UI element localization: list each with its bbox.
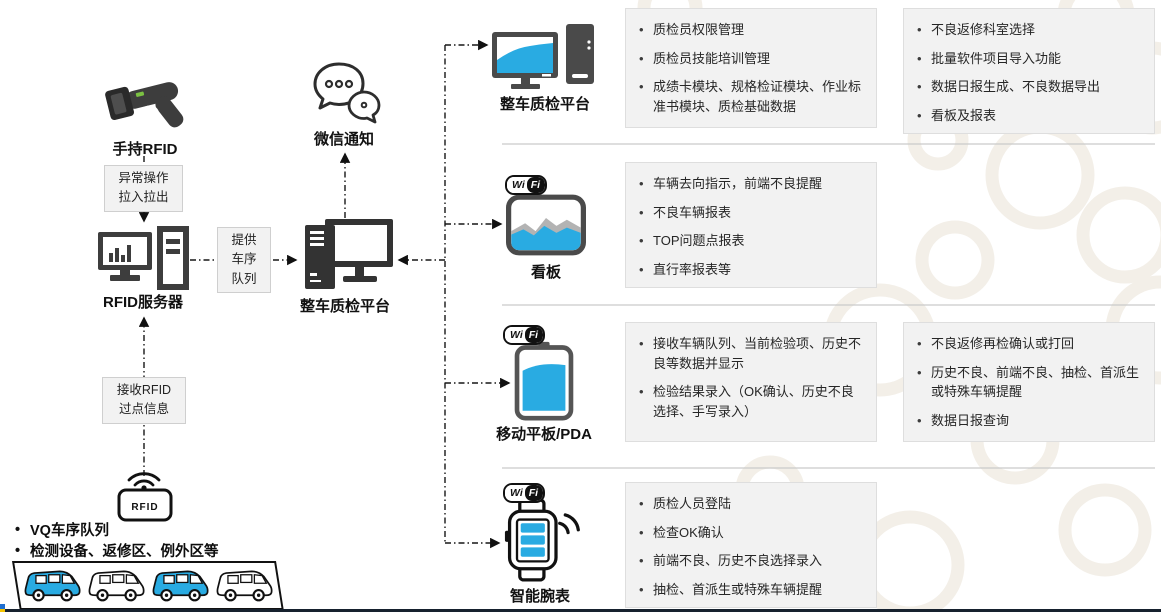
row3-card-1-list: 接收车辆队列、当前检验项、历史不良等数据并显示 检验结果录入（OK确认、历史不良… bbox=[636, 334, 864, 421]
list-item: 成绩卡模块、规格检证模块、作业标准书模块、质检基础数据 bbox=[636, 77, 864, 116]
handheld-rfid-label: 手持RFID bbox=[112, 141, 178, 158]
row4-card-1-list: 质检人员登陆 检查OK确认 前端不良、历史不良选择录入 抽检、首派生或特殊车辆提… bbox=[636, 494, 864, 599]
tablet-icon bbox=[514, 341, 574, 421]
list-item: 接收车辆队列、当前检验项、历史不良等数据并显示 bbox=[636, 334, 864, 373]
smartwatch-icon bbox=[504, 498, 580, 582]
list-item: 不良车辆报表 bbox=[636, 203, 864, 223]
row2-card-1: 车辆去向指示，前端不良提醒 不良车辆报表 TOP问题点报表 直行率报表等 bbox=[625, 162, 877, 288]
list-item: 质检人员登陆 bbox=[636, 494, 864, 514]
list-item: 不良返修科室选择 bbox=[914, 20, 1142, 40]
row4-device-label: 智能腕表 bbox=[509, 588, 570, 605]
rfid-server-label: RFID服务器 bbox=[103, 294, 183, 311]
provide-line1: 提供 bbox=[231, 233, 257, 247]
list-item: 检查OK确认 bbox=[636, 523, 864, 543]
corner-accent-yellow bbox=[0, 609, 5, 612]
list-item: 批量软件项目导入功能 bbox=[914, 49, 1142, 69]
dashboard-chart-icon bbox=[506, 194, 586, 256]
rfid-reader-text: RFID bbox=[131, 502, 158, 513]
wechat-label: 微信通知 bbox=[313, 131, 374, 148]
list-item: 抽检、首派生或特殊车辆提醒 bbox=[636, 580, 864, 600]
list-item: TOP问题点报表 bbox=[636, 231, 864, 251]
wifi-badge: Wi Fi bbox=[503, 483, 546, 503]
list-item: 检验结果录入（OK确认、历史不良选择、手写录入） bbox=[636, 382, 864, 421]
exception-operation-box: 异常操作 拉入拉出 bbox=[104, 165, 183, 212]
list-item: 看板及报表 bbox=[914, 106, 1142, 126]
provide-line3: 队列 bbox=[231, 271, 257, 286]
wifi-badge-fi: Fi bbox=[524, 327, 544, 343]
list-item: 车辆去向指示，前端不良提醒 bbox=[636, 174, 864, 194]
list-item: 数据日报查询 bbox=[914, 411, 1142, 431]
provide-queue-box: 提供 车序 队列 bbox=[217, 227, 271, 294]
car-icon bbox=[88, 570, 145, 602]
exception-line2: 拉入拉出 bbox=[118, 190, 169, 205]
handheld-rfid-scanner-icon bbox=[105, 82, 184, 128]
row3-card-1: 接收车辆队列、当前检验项、历史不良等数据并显示 检验结果录入（OK确认、历史不良… bbox=[625, 322, 877, 442]
receive-line1: 接收RFID bbox=[116, 383, 172, 397]
row1-card-1: 质检员权限管理 质检员技能培训管理 成绩卡模块、规格检证模块、作业标准书模块、质… bbox=[625, 8, 877, 128]
row3-card-2-list: 不良返修再检确认或打回 历史不良、前端不良、抽检、首派生或特殊车辆提醒 数据日报… bbox=[914, 334, 1142, 430]
list-item: 直行率报表等 bbox=[636, 260, 864, 280]
row3-card-2: 不良返修再检确认或打回 历史不良、前端不良、抽检、首派生或特殊车辆提醒 数据日报… bbox=[903, 322, 1155, 442]
receive-line2: 过点信息 bbox=[118, 402, 169, 417]
row2-card-1-list: 车辆去向指示，前端不良提醒 不良车辆报表 TOP问题点报表 直行率报表等 bbox=[636, 174, 864, 279]
row1-device-label: 整车质检平台 bbox=[499, 96, 590, 113]
list-item: 不良返修再检确认或打回 bbox=[914, 334, 1142, 354]
row1-card-2: 不良返修科室选择 批量软件项目导入功能 数据日报生成、不良数据导出 看板及报表 bbox=[903, 8, 1155, 134]
rfid-server-icon bbox=[98, 226, 189, 290]
wifi-badge-fi: Fi bbox=[524, 485, 544, 501]
wifi-badge: Wi Fi bbox=[505, 175, 548, 195]
row2-device-label: 看板 bbox=[530, 264, 561, 281]
wifi-badge: Wi Fi bbox=[503, 325, 546, 345]
bottom-edge-bar bbox=[0, 609, 1161, 612]
row1-card-1-list: 质检员权限管理 质检员技能培训管理 成绩卡模块、规格检证模块、作业标准书模块、质… bbox=[636, 20, 864, 116]
list-item: 历史不良、前端不良、抽检、首派生或特殊车辆提醒 bbox=[914, 363, 1142, 402]
exception-line1: 异常操作 bbox=[118, 171, 169, 185]
desktop-pc-icon bbox=[492, 24, 594, 89]
list-item: 数据日报生成、不良数据导出 bbox=[914, 77, 1142, 97]
wifi-badge-wi: Wi bbox=[505, 485, 525, 501]
quality-platform-host-icon bbox=[305, 219, 393, 289]
list-item: 质检员权限管理 bbox=[636, 20, 864, 40]
row1-card-2-list: 不良返修科室选择 批量软件项目导入功能 数据日报生成、不良数据导出 看板及报表 bbox=[914, 20, 1142, 125]
wifi-badge-fi: Fi bbox=[526, 177, 546, 193]
middle-platform-label: 整车质检平台 bbox=[299, 298, 390, 315]
list-item: 前端不良、历史不良选择录入 bbox=[636, 551, 864, 571]
car-icon bbox=[216, 570, 273, 602]
provide-line2: 车序 bbox=[231, 252, 257, 267]
site-bullet-1: VQ车序队列 bbox=[10, 520, 310, 542]
corner-accent-blue bbox=[0, 604, 5, 609]
car-icon bbox=[152, 570, 209, 602]
site-bullet-list: VQ车序队列 检测设备、返修区、例外区等 bbox=[10, 520, 310, 563]
wifi-badge-wi: Wi bbox=[505, 327, 525, 343]
wechat-icon bbox=[313, 62, 381, 124]
wifi-badge-wi: Wi bbox=[507, 177, 527, 193]
receive-rfid-box: 接收RFID 过点信息 bbox=[102, 377, 186, 424]
row4-card-1: 质检人员登陆 检查OK确认 前端不良、历史不良选择录入 抽检、首派生或特殊车辆提… bbox=[625, 482, 877, 608]
car-icon bbox=[24, 570, 81, 602]
row3-device-label: 移动平板/PDA bbox=[496, 426, 592, 443]
list-item: 质检员技能培训管理 bbox=[636, 49, 864, 69]
site-bullet-2: 检测设备、返修区、例外区等 bbox=[10, 541, 310, 563]
rfid-reader-icon: RFID bbox=[117, 472, 173, 522]
